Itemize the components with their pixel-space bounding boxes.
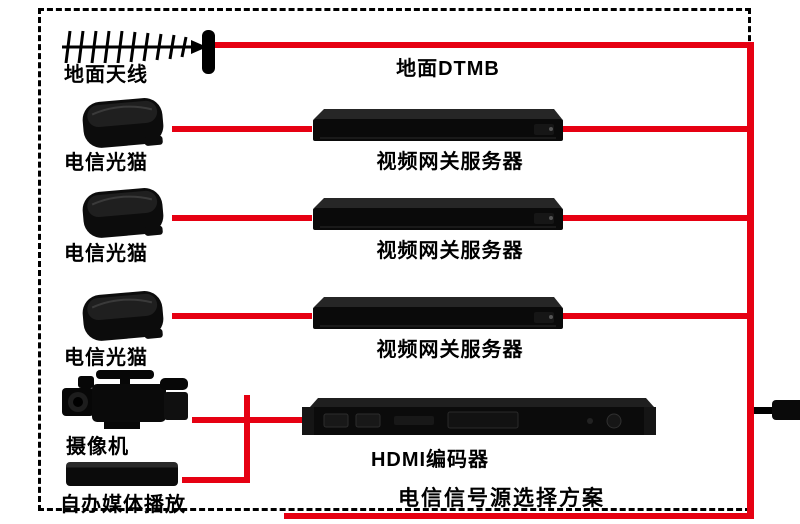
encoder-label: HDMI编码器 — [370, 449, 490, 471]
line-camera-to-bracket — [192, 417, 250, 423]
line-server2-to-bus — [558, 215, 753, 221]
line-modem3-to-server3 — [172, 313, 312, 319]
line-bottom-bus — [284, 513, 754, 519]
cable-connector-icon — [754, 407, 774, 414]
rack-encoder-icon — [298, 396, 660, 442]
modem-label: 电信光猫 — [64, 347, 148, 369]
server-label: 视频网关服务器 — [376, 240, 524, 262]
modem-label: 电信光猫 — [64, 152, 148, 174]
yagi-antenna-icon — [62, 26, 207, 68]
cable-connector-icon — [772, 400, 800, 420]
line-server1-to-bus — [558, 126, 753, 132]
rack-server-icon — [308, 106, 564, 146]
line-right-bus — [747, 42, 754, 519]
optical-modem-icon — [75, 92, 170, 154]
line-modem1-to-server1 — [172, 126, 312, 132]
optical-modem-icon — [75, 182, 170, 244]
diagram-title: 电信信号源选择方案 — [398, 487, 605, 510]
antenna-mast-icon — [202, 30, 215, 74]
media-player-box-icon — [66, 462, 178, 486]
line-server3-to-bus — [558, 313, 753, 319]
camcorder-icon — [60, 368, 192, 432]
antenna-label: 地面天线 — [64, 64, 148, 86]
line-media-to-bracket — [182, 477, 250, 483]
line-bracket-to-encoder — [250, 417, 302, 423]
rack-server-icon — [308, 294, 564, 334]
server-label: 视频网关服务器 — [376, 151, 524, 173]
dtmb-line-label: 地面DTMB — [396, 58, 500, 80]
line-bracket-vertical — [244, 395, 250, 483]
line-modem2-to-server2 — [172, 215, 312, 221]
line-antenna-to-bus — [214, 42, 754, 48]
camera-label: 摄像机 — [66, 436, 129, 458]
media-player-label: 自办媒体播放 — [60, 494, 186, 516]
server-label: 视频网关服务器 — [376, 339, 524, 361]
optical-modem-icon — [75, 285, 170, 347]
rack-server-icon — [308, 195, 564, 235]
modem-label: 电信光猫 — [64, 243, 148, 265]
